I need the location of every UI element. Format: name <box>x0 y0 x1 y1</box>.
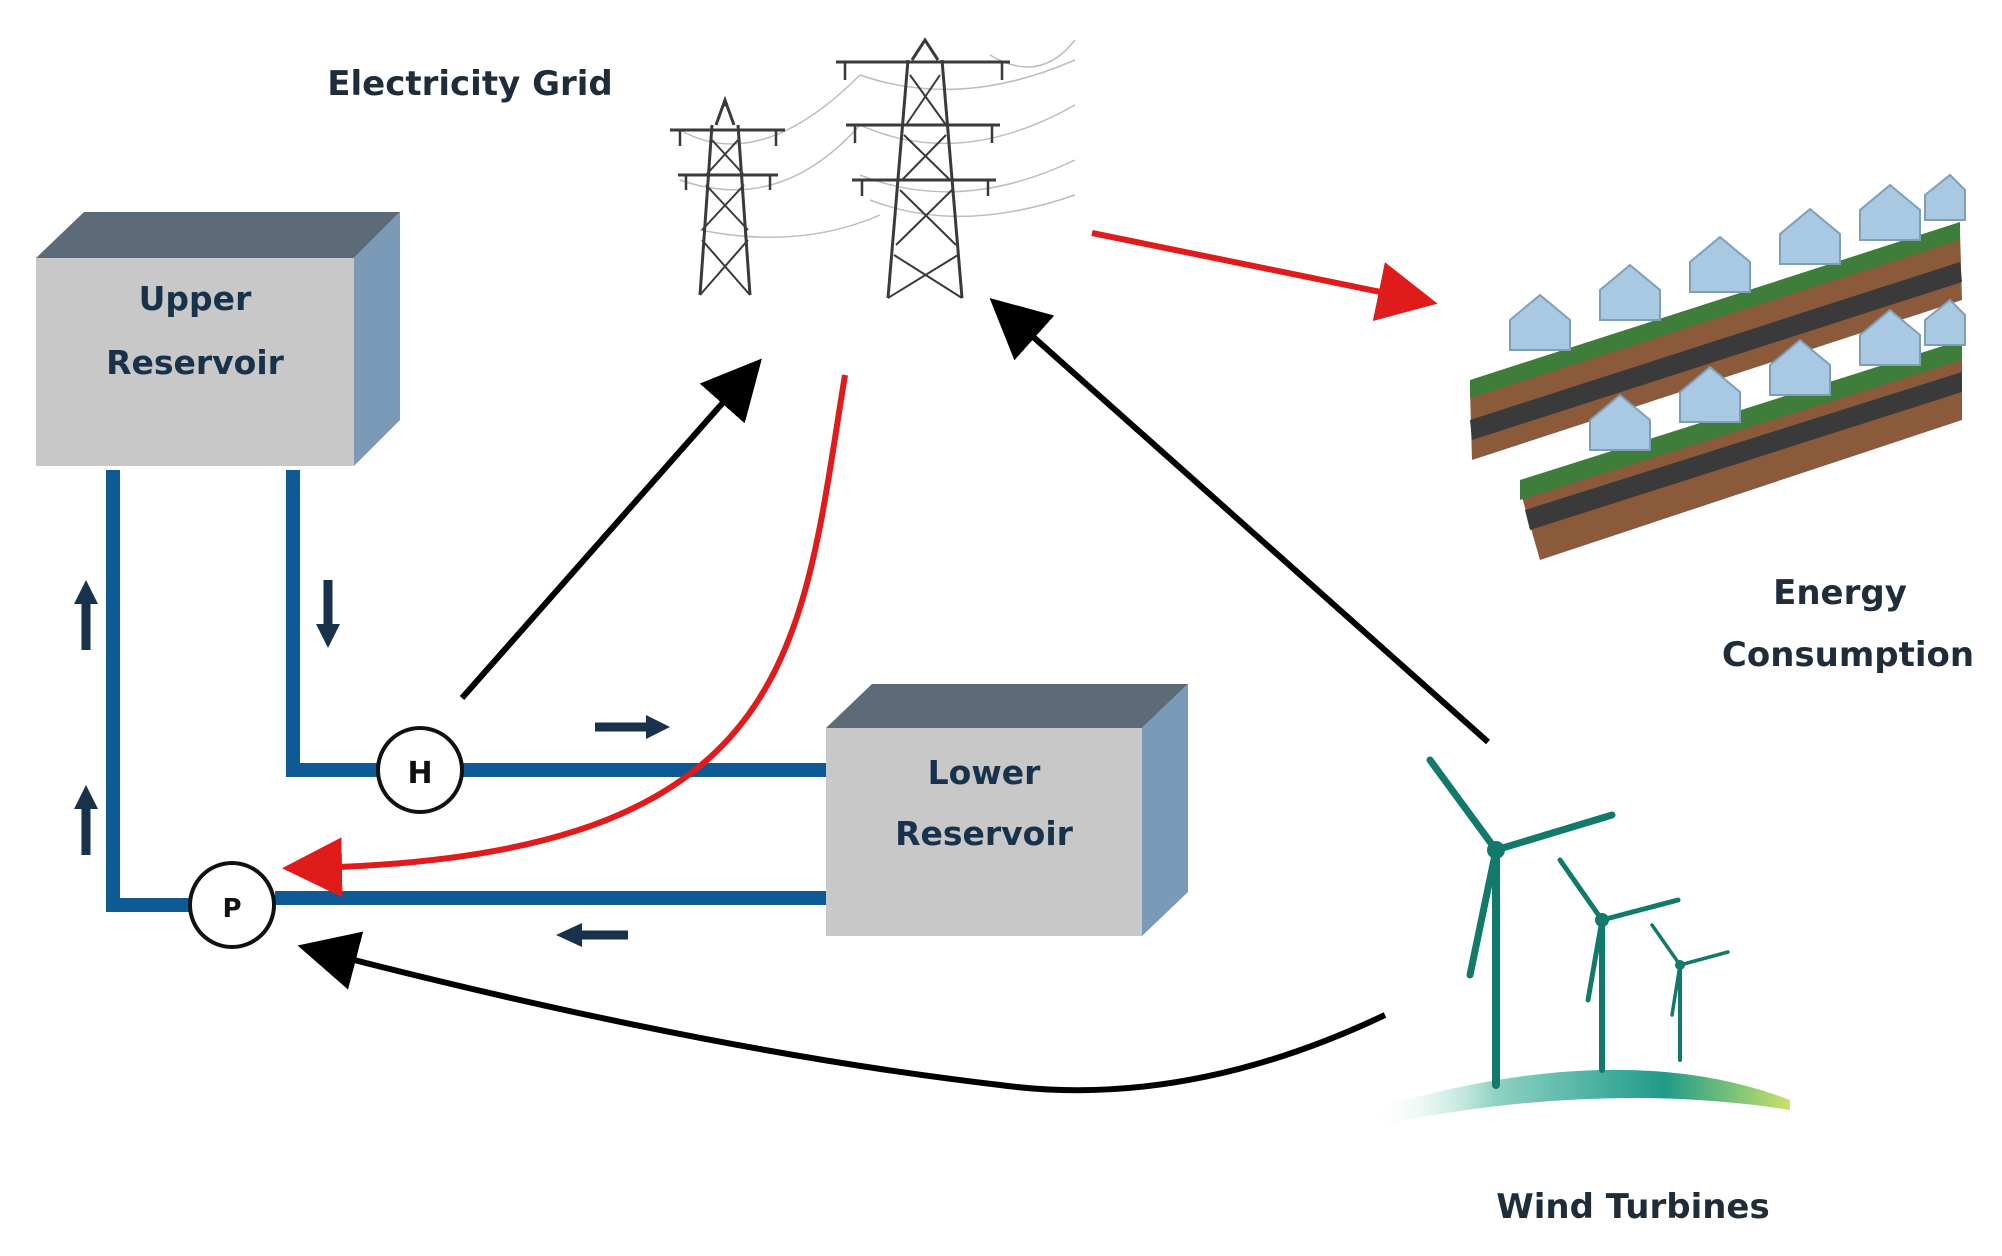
energy-consumption-label-line1: Energy <box>1773 573 1907 613</box>
left-arrow-icon <box>556 923 628 947</box>
energy-consumption-label-line2: Consumption <box>1722 635 1974 675</box>
hydro-turbine-label: H <box>407 756 432 791</box>
pump-node: P <box>188 861 276 949</box>
turbine-to-grid-arrow <box>459 358 762 700</box>
wind-to-grid-arrow <box>989 298 1490 745</box>
wind-turbine-icon <box>1370 756 1790 1125</box>
downflow-pipe <box>286 470 378 777</box>
electricity-grid-label: Electricity Grid <box>327 64 613 104</box>
up-arrow-icon <box>74 785 98 855</box>
down-arrow-icon <box>316 580 340 648</box>
flow-arrows <box>74 580 670 947</box>
right-arrow-icon <box>595 715 670 739</box>
lower-reservoir: Lower Reservoir <box>826 684 1188 936</box>
houses-icon <box>1470 173 1966 560</box>
pump-label: P <box>222 894 241 924</box>
wind-turbines-label: Wind Turbines <box>1496 1187 1769 1227</box>
lower-reservoir-label-line2: Reservoir <box>895 814 1074 853</box>
grid-to-consumption-arrow <box>1091 230 1438 321</box>
wind-to-pump-arrow <box>297 931 1387 1094</box>
upper-reservoir-label-line1: Upper <box>139 279 252 318</box>
upper-reservoir-label-line2: Reservoir <box>106 343 285 382</box>
upflow-pipe <box>106 470 232 912</box>
transmission-tower-icon <box>670 37 1076 299</box>
hydro-turbine-node: H <box>376 726 464 814</box>
grid-to-pump-arrow <box>282 374 848 898</box>
power-flows <box>282 230 1490 1094</box>
lower-reservoir-label-line1: Lower <box>928 753 1042 792</box>
up-arrow-icon <box>74 580 98 650</box>
upper-reservoir: Upper Reservoir <box>36 212 400 466</box>
